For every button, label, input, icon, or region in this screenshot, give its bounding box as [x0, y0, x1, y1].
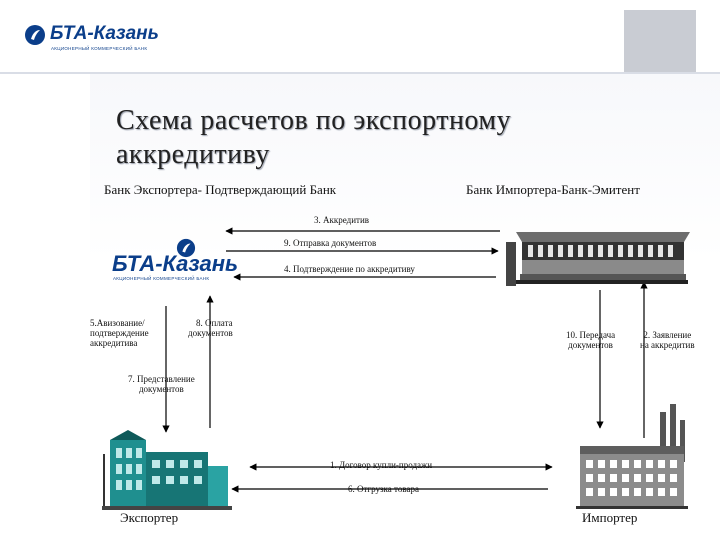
- label-step-6: 6. Отгрузка товара: [348, 484, 419, 494]
- bank-logo-text: БТА-Казань: [112, 251, 239, 276]
- label-step-5: 5.Авизование/ подтверждение аккредитива: [90, 318, 149, 348]
- exporter-building-icon: [102, 430, 232, 510]
- label-step-2: 2. Заявление на аккредитив: [640, 330, 695, 350]
- label-step-9: 9. Отправка документов: [284, 238, 377, 248]
- label-step-7: 7. Представление документов: [128, 374, 195, 394]
- header-logo-text: БТА-Казань: [50, 23, 159, 44]
- label-step-8: 8. Оплата документов: [188, 318, 233, 338]
- importer-bank-heading: Банк Импортера-Банк-Эмитент: [466, 182, 640, 197]
- importer-factory-icon: [576, 404, 688, 509]
- header-band: [0, 0, 720, 72]
- importer-label: Импортер: [582, 510, 638, 525]
- decorative-square: [624, 10, 696, 72]
- header-logo: БТА-Казань АКЦИОНЕРНЫЙ КОММЕРЧЕСКИЙ БАНК: [24, 22, 164, 58]
- bank-logo-subtitle: АКЦИОНЕРНЫЙ КОММЕРЧЕСКИЙ БАНК: [113, 276, 210, 281]
- bank-emblem-icon: [176, 238, 196, 258]
- title-line-1: Схема расчетов по экспортному: [116, 105, 512, 136]
- exporter-bank-heading: Банк Экспортера- Подтверждающий Банк: [104, 182, 337, 197]
- header-divider: [0, 72, 720, 74]
- page-title: Схема расчетов по экспортному аккредитив…: [116, 104, 676, 172]
- label-step-4: 4. Подтверждение по аккредитиву: [284, 264, 415, 274]
- label-step-3: 3. Аккредитив: [314, 215, 370, 225]
- left-margin-band: [0, 74, 90, 540]
- label-step-1: 1. Договор купли-продажи: [330, 460, 433, 470]
- label-step-10: 10. Передача документов: [566, 330, 616, 350]
- importer-bank-building-icon: [506, 232, 690, 286]
- header-logo-subtitle: АКЦИОНЕРНЫЙ КОММЕРЧЕСКИЙ БАНК: [51, 46, 148, 51]
- bank-emblem-icon: [25, 25, 45, 45]
- title-line-2: аккредитиву: [116, 139, 270, 170]
- exporter-bank-logo: БТА-Казань АКЦИОНЕРНЫЙ КОММЕРЧЕСКИЙ БАНК: [112, 238, 238, 281]
- exporter-label: Экспортер: [120, 510, 179, 525]
